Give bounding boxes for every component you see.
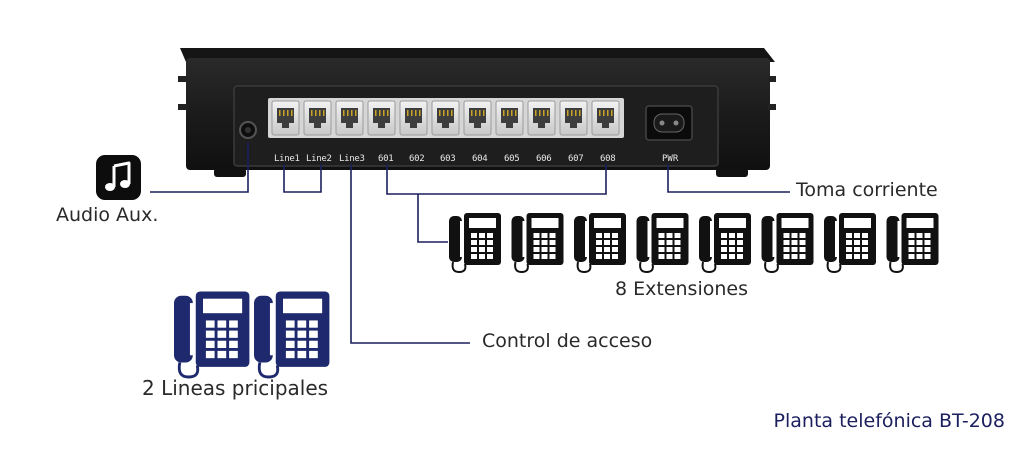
rj11-jack (431, 100, 460, 136)
port-label-line3: Line3 (339, 154, 365, 164)
port-label-607: 607 (568, 154, 584, 164)
extension-phone-icon (511, 213, 564, 274)
port-label-line1: Line1 (274, 154, 300, 164)
audio-connector (150, 142, 249, 193)
main-lines-connector (283, 164, 322, 193)
extension-phone-icon (761, 213, 814, 274)
port-label-608: 608 (600, 154, 616, 164)
rj11-jack (463, 100, 492, 136)
port-label-606: 606 (536, 154, 552, 164)
extension-phone-icon (449, 213, 501, 274)
power-connector (667, 164, 790, 193)
extension-phone-icon (636, 213, 689, 274)
main-line-phone-icon (174, 291, 250, 379)
port-label-602: 602 (409, 154, 425, 164)
rj11-jack (303, 100, 332, 136)
port-label-604: 604 (472, 154, 488, 164)
rj11-jack (367, 100, 396, 136)
rj11-jack (399, 100, 428, 136)
extension-phone-icon (699, 213, 751, 274)
port-label-601: 601 (378, 154, 394, 164)
extension-phone-icon (886, 213, 939, 274)
port-label-line2: Line2 (306, 154, 332, 164)
power-socket-label: Toma corriente (796, 179, 938, 201)
extensions-branch (417, 194, 448, 243)
main-line-phone-icon (254, 291, 330, 379)
access-control-label: Control de acceso (482, 330, 653, 352)
rj11-jacks (271, 100, 620, 136)
extension-phone-icon (574, 213, 626, 274)
extensions-connector (386, 164, 607, 195)
power-port-label: PWR (662, 154, 679, 164)
rj11-jack (495, 100, 524, 136)
rj11-jack (527, 100, 556, 136)
music-note-icon (96, 155, 141, 200)
product-title: Planta telefónica BT-208 (773, 410, 1005, 432)
main-lines-label: 2 Lineas pricipales (142, 376, 329, 400)
port-label-603: 603 (440, 154, 456, 164)
rj11-jack (559, 100, 588, 136)
port-label-605: 605 (504, 154, 520, 164)
extension-phone-icon (824, 213, 876, 274)
rj11-jack (591, 100, 620, 136)
audio-aux-label: Audio Aux. (56, 204, 159, 226)
rj11-jack (335, 100, 364, 136)
access-connector (350, 164, 470, 344)
extensions-label: 8 Extensiones (615, 278, 748, 300)
rj11-jack (271, 100, 300, 136)
